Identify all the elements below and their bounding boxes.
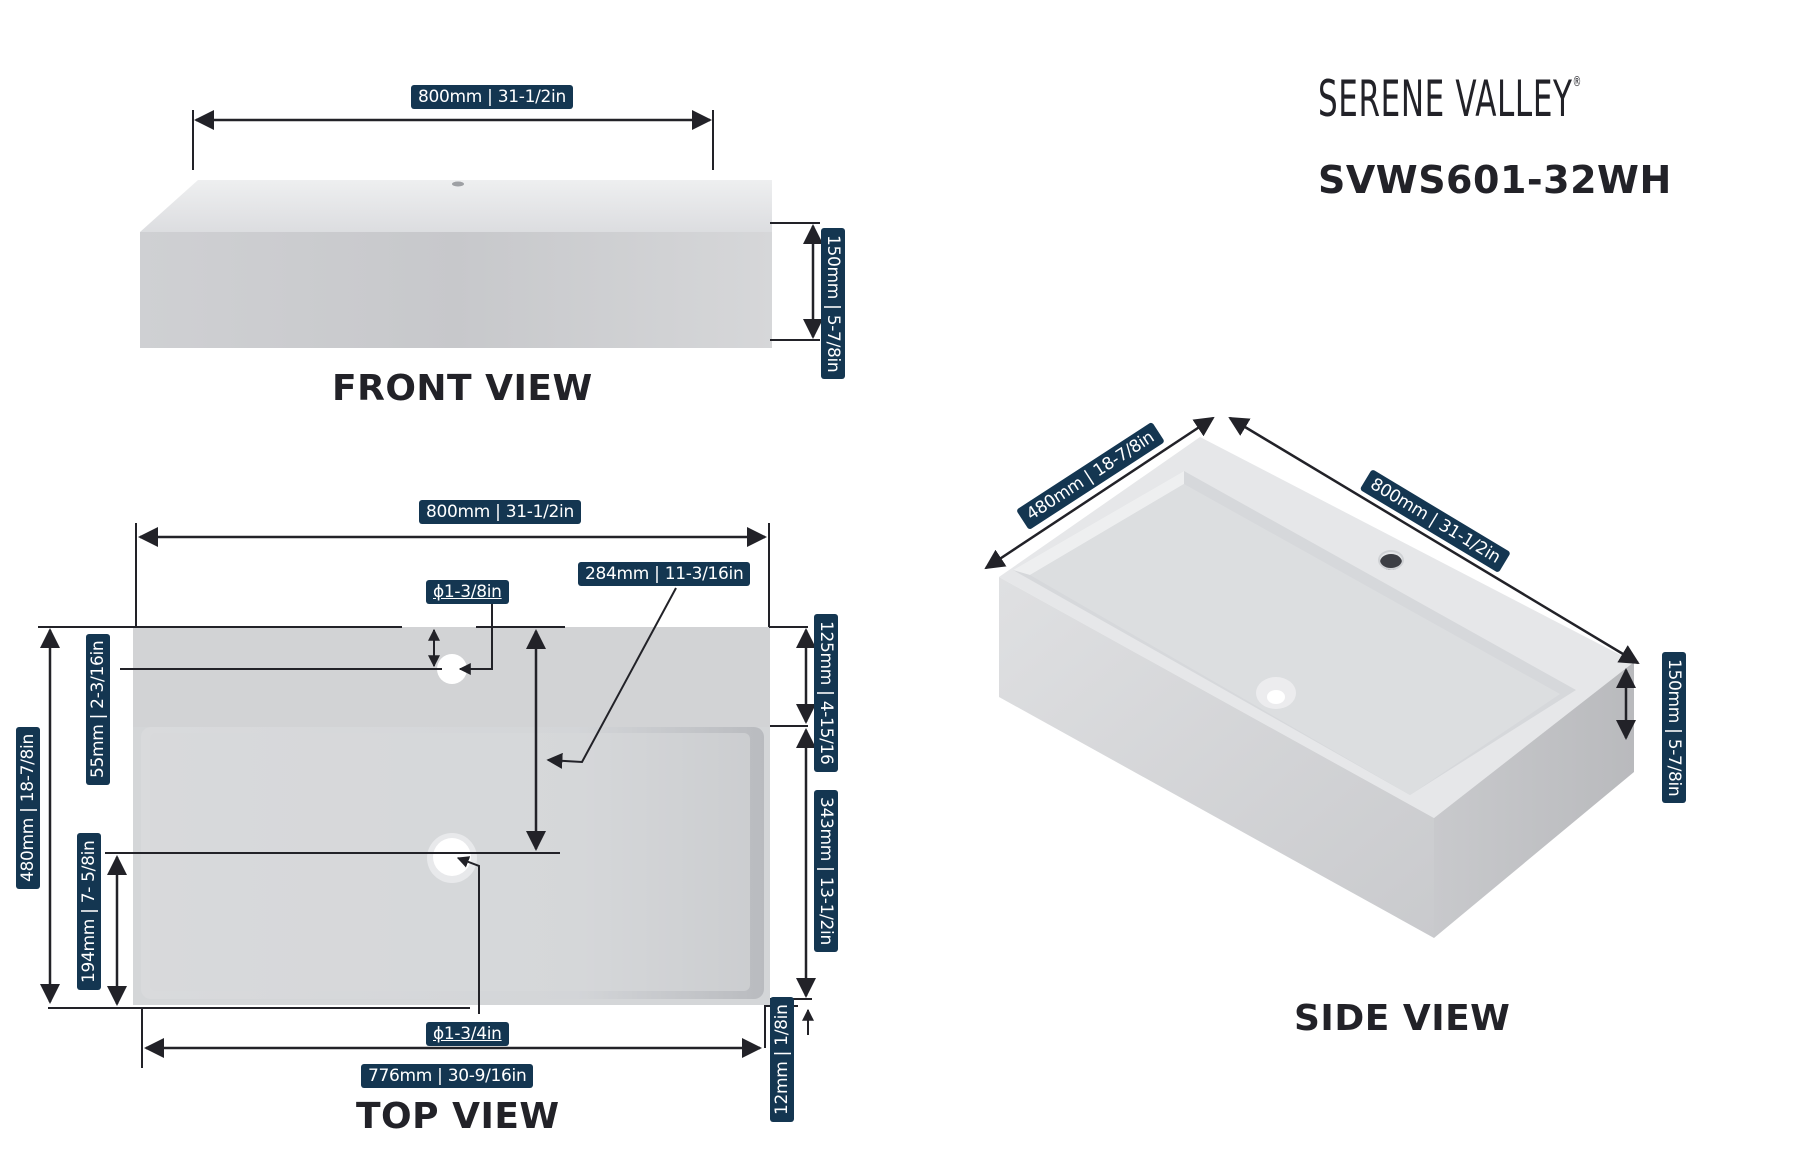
brand-name: SERENE VALLEY — [1318, 70, 1573, 128]
front-view-sink — [140, 180, 772, 348]
faucet-offset-label: 55mm | 2-3/16in — [86, 633, 110, 785]
front-width-label: 800mm | 31-1/2in — [411, 85, 573, 109]
drain-from-front-label: 194mm | 7- 5/8in — [77, 833, 101, 990]
basin-width-label: 776mm | 30-9/16in — [361, 1064, 534, 1088]
top-view-title: TOP VIEW — [356, 1096, 560, 1137]
side-view-title: SIDE VIEW — [1294, 998, 1511, 1039]
side-height-label: 150mm | 5-7/8in — [1662, 652, 1686, 804]
depth-label: 480mm | 18-7/8in — [16, 727, 40, 889]
front-view-title: FRONT VIEW — [332, 368, 593, 409]
drain-hole-diameter-label: ϕ1-3/4in — [426, 1022, 509, 1046]
drain-to-back-label: 284mm | 11-3/16in — [578, 562, 751, 586]
rim-thickness-label: 12mm | 1/8in — [770, 997, 794, 1122]
top-view-sink — [133, 627, 770, 1005]
basin-depth-label: 343mm | 13-1/2in — [814, 790, 838, 952]
top-width-label: 800mm | 31-1/2in — [419, 500, 581, 524]
registered-mark: ® — [1572, 74, 1582, 90]
model-number: SVWS601-32WH — [1318, 158, 1672, 202]
brand-logo: SERENE VALLEY® — [1318, 70, 1582, 128]
side-view-sink — [999, 437, 1634, 938]
front-height-label: 150mm | 5-7/8in — [821, 228, 845, 380]
faucet-hole-diameter-label: ϕ1-3/8in — [426, 580, 509, 604]
deck-depth-label: 125mm | 4-15/16 — [814, 614, 838, 772]
